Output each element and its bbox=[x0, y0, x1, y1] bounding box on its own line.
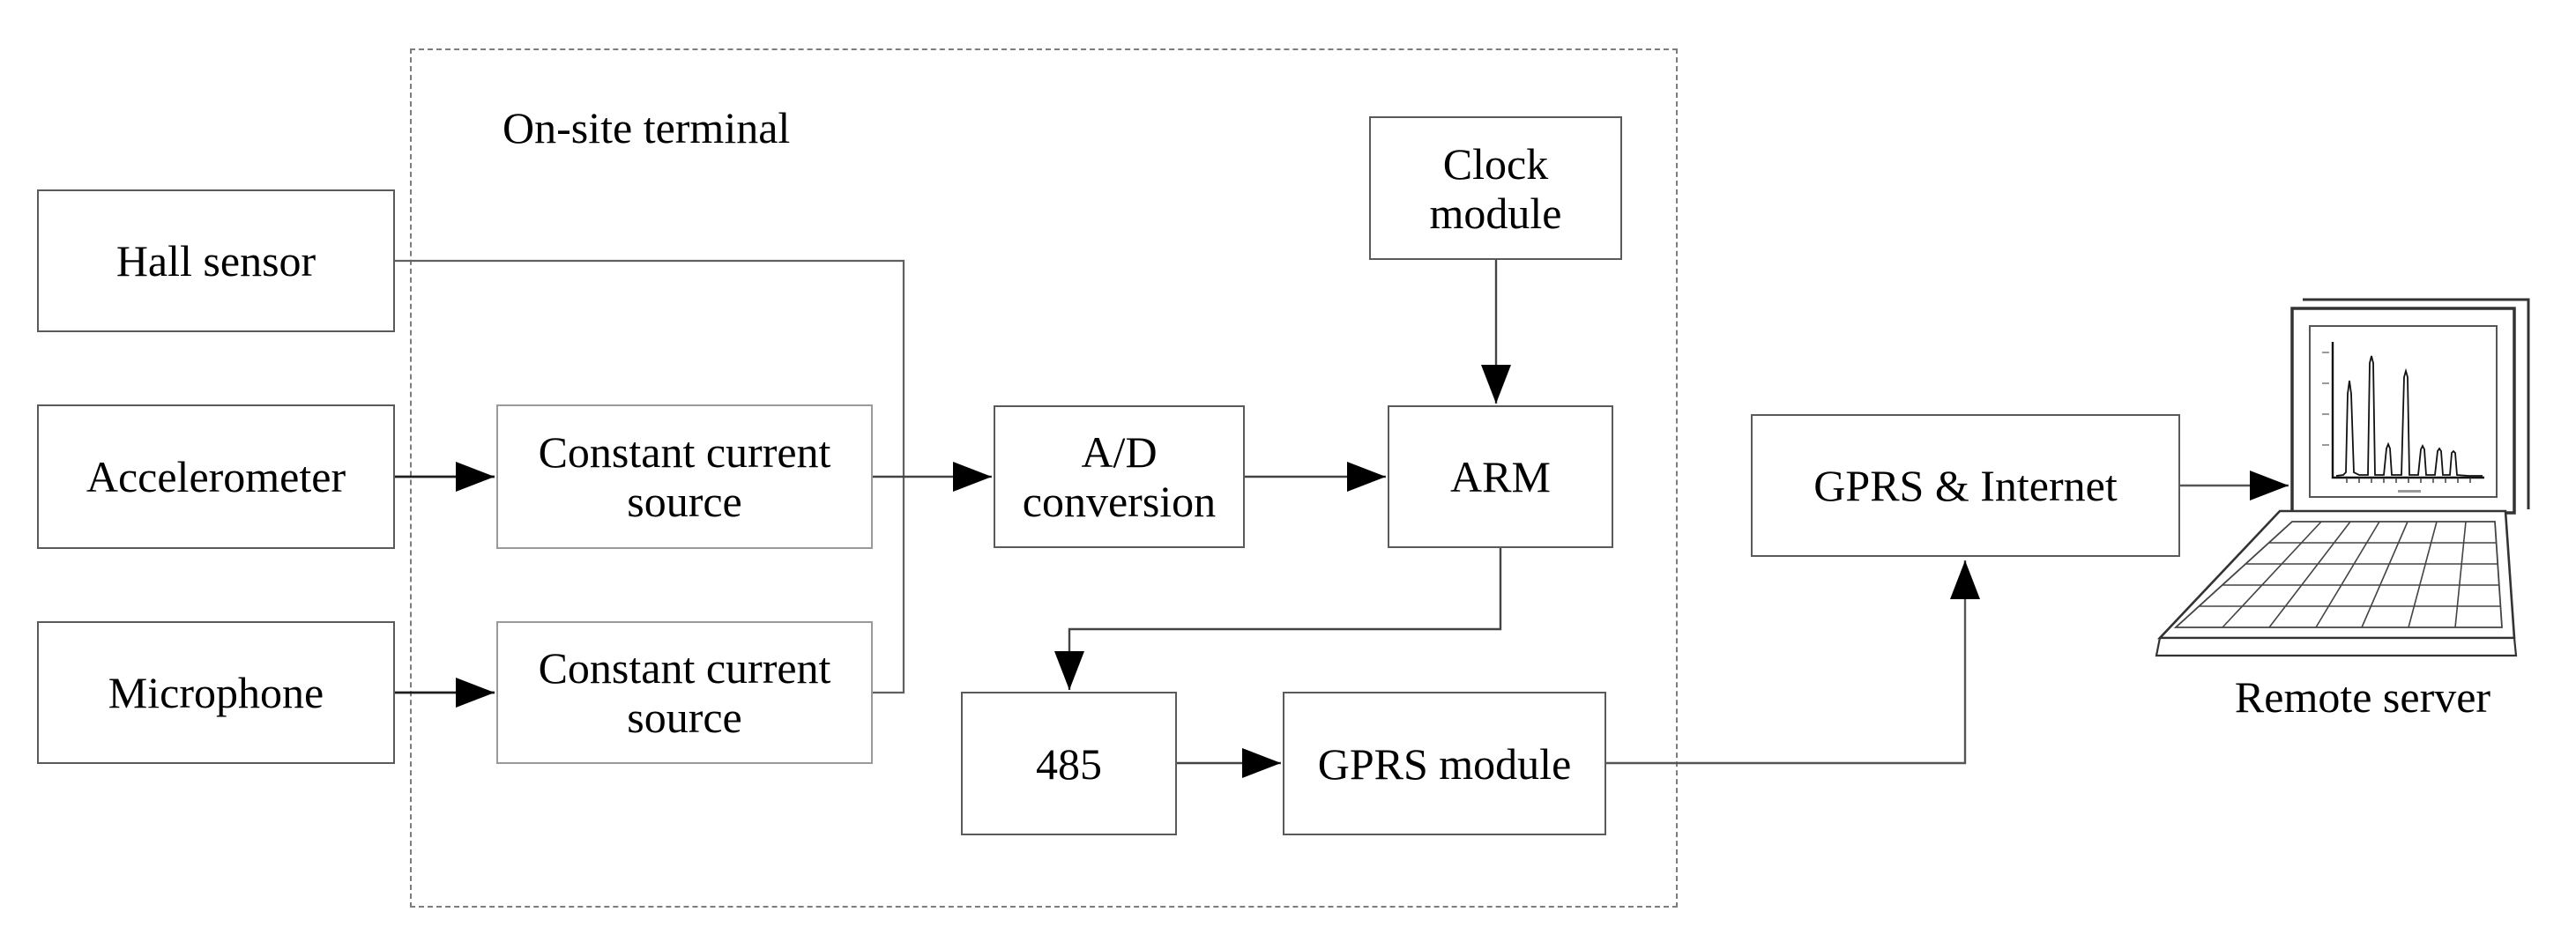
laptop-icon bbox=[2155, 298, 2530, 657]
node-arm: ARM bbox=[1388, 405, 1613, 548]
onsite-terminal-boundary bbox=[410, 48, 1678, 908]
node-accelerometer: Accelerometer bbox=[37, 404, 395, 549]
node-485: 485 bbox=[961, 692, 1177, 835]
node-gprs-internet: GPRS & Internet bbox=[1751, 414, 2180, 557]
keyboard-grid-icon bbox=[2155, 509, 2518, 657]
node-microphone: Microphone bbox=[37, 621, 395, 764]
remote-server-label: Remote server bbox=[2234, 672, 2491, 722]
connector-arm-to-485 bbox=[1054, 548, 1502, 690]
laptop-back-frame bbox=[2303, 298, 2530, 509]
node-clock-module: Clock module bbox=[1369, 116, 1622, 260]
node-constant-current-source-1: Constant current source bbox=[496, 404, 873, 549]
node-ad-conversion: A/D conversion bbox=[994, 405, 1245, 548]
onsite-terminal-label: On-site terminal bbox=[503, 103, 791, 152]
spectrum-chart-icon bbox=[2322, 342, 2484, 493]
node-hall-sensor: Hall sensor bbox=[37, 189, 395, 332]
node-gprs-module: GPRS module bbox=[1283, 692, 1606, 835]
connector-gprs-module-to-internet bbox=[1606, 560, 1980, 765]
node-constant-current-source-2: Constant current source bbox=[496, 621, 873, 764]
